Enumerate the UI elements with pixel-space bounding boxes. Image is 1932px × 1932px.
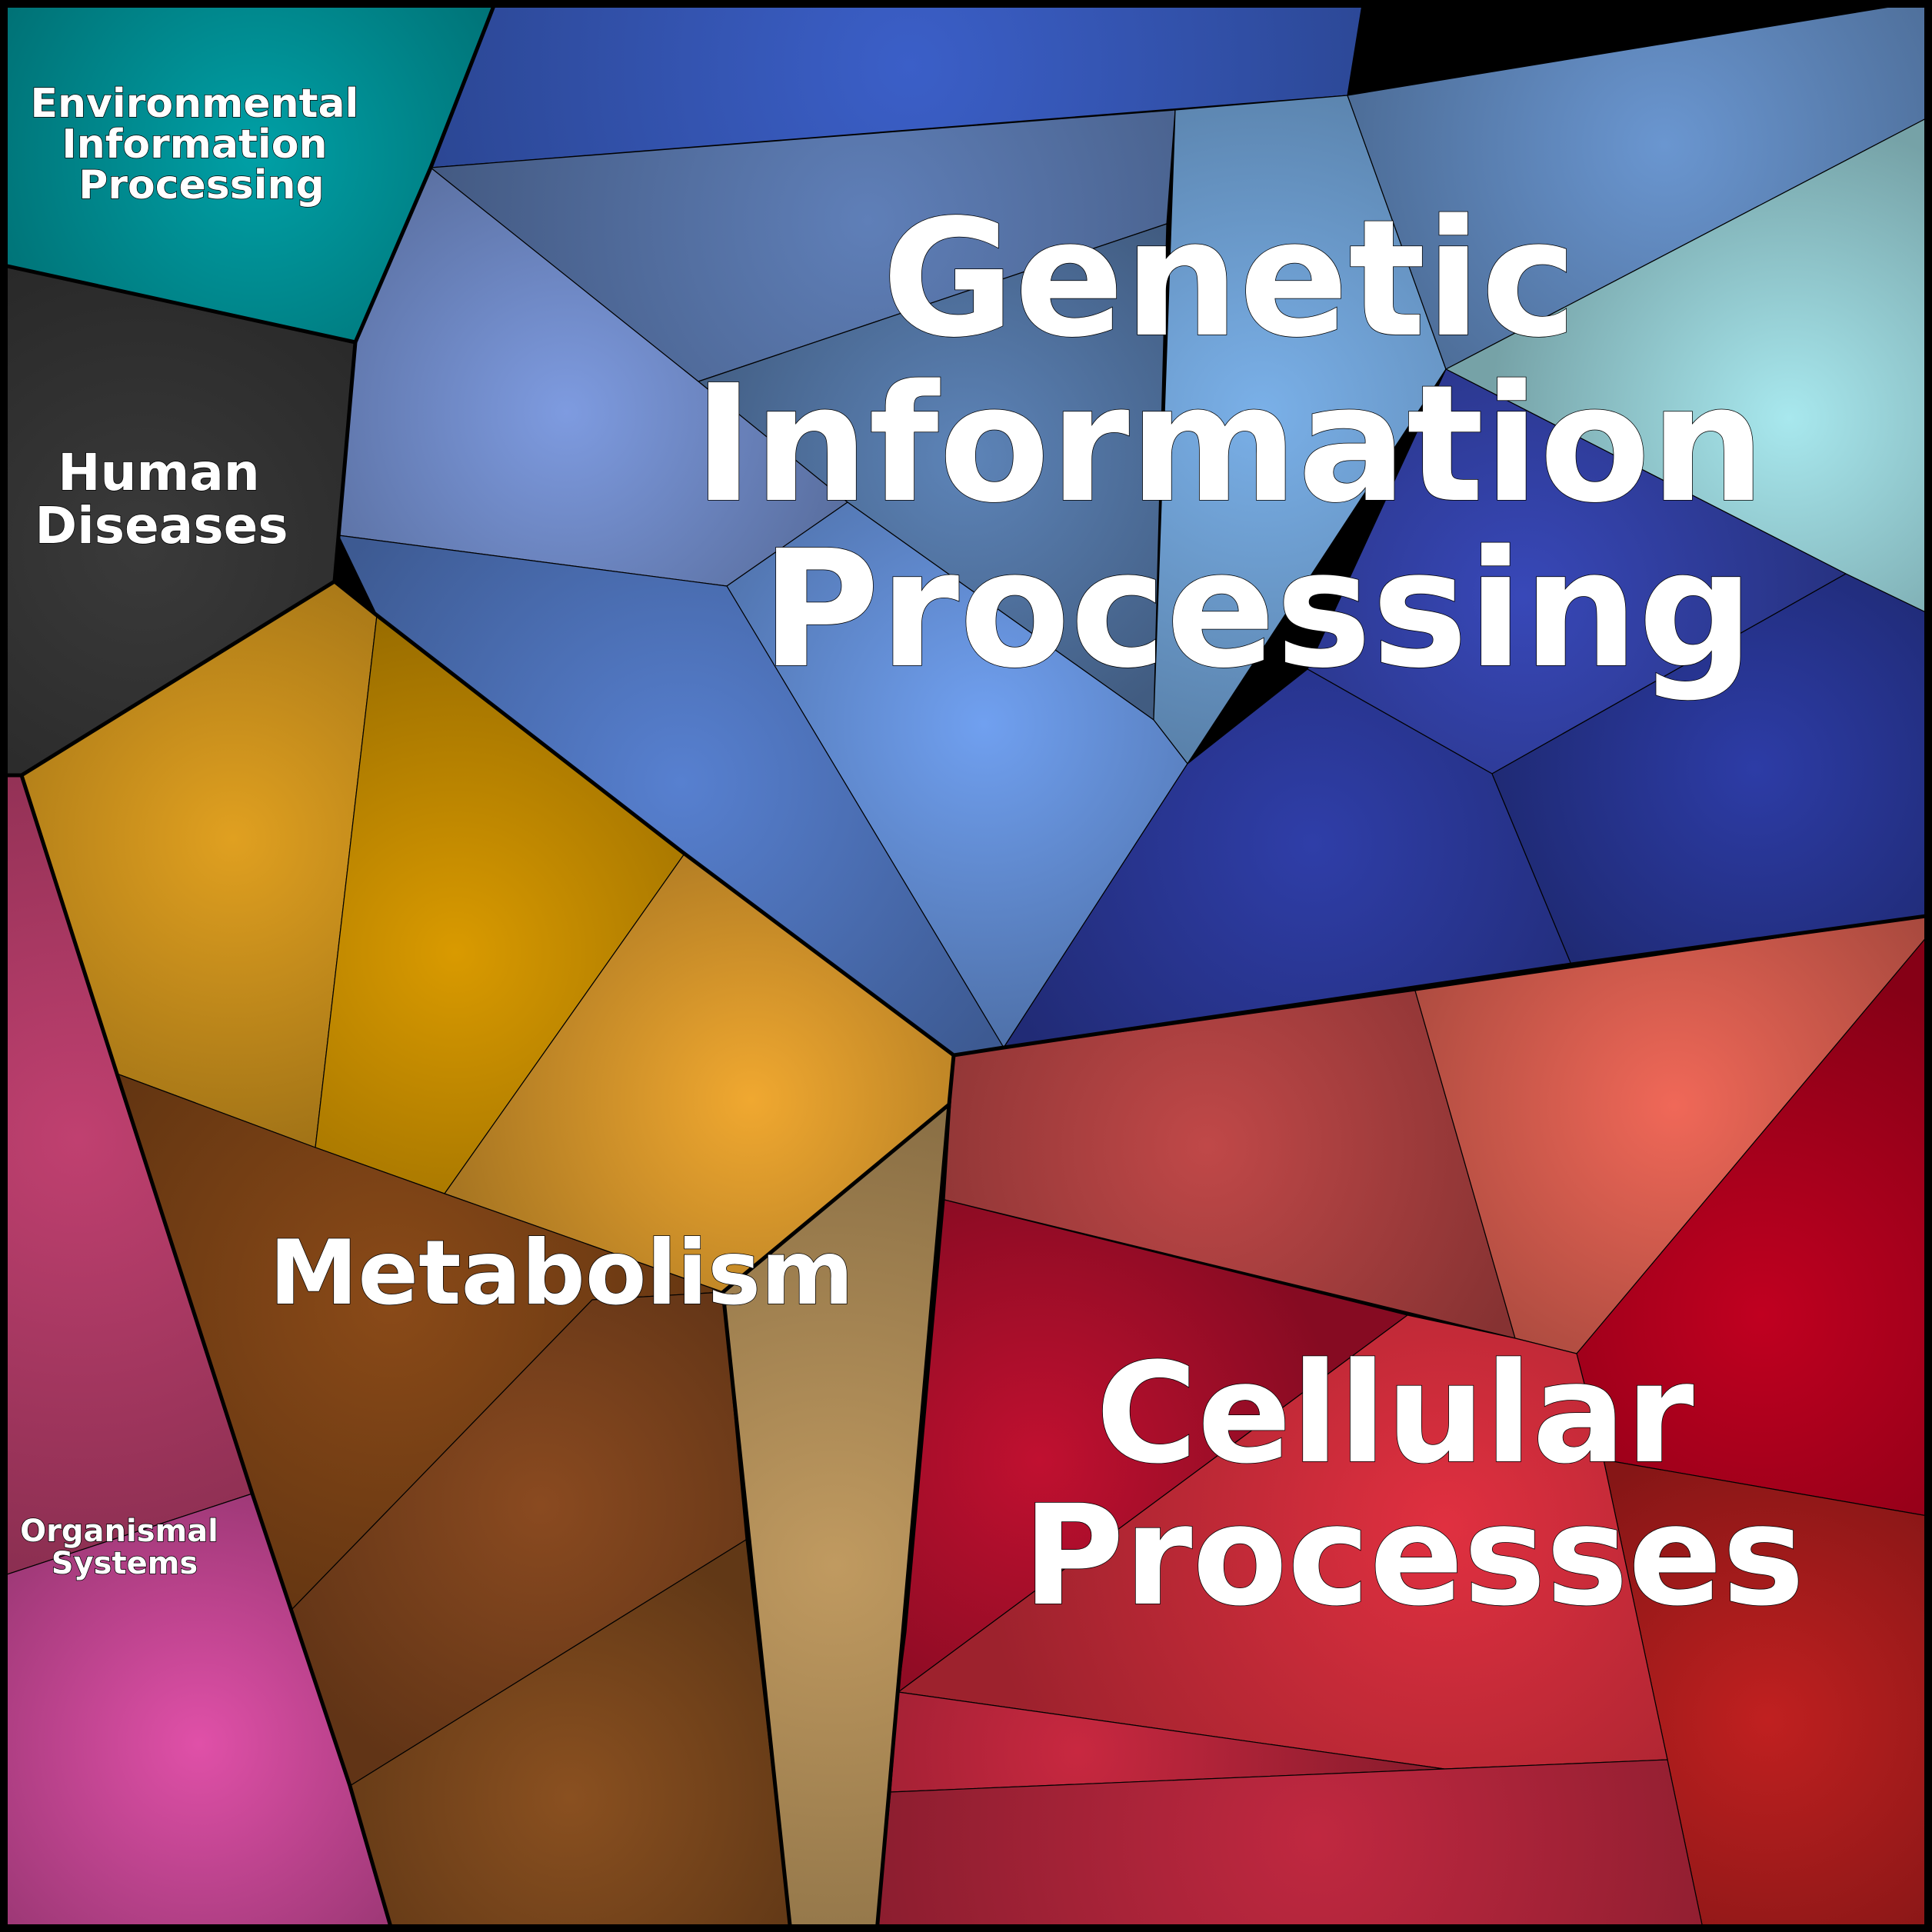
category-border-2 — [0, 341, 358, 778]
label-human-diseases: Human Diseases — [35, 443, 288, 555]
label-genetic-information-processing: Genetic Information Processing — [694, 185, 1822, 704]
category-border-5 — [19, 774, 395, 1932]
category-border-1 — [0, 0, 498, 345]
cell-genetic-5 — [1347, 0, 1932, 370]
label-metabolism: Metabolism — [269, 1221, 854, 1325]
label-cellular-processes: Cellular Processes — [1023, 1334, 1805, 1637]
label-environmental-information-processing: Environmental Information Processing — [30, 81, 372, 208]
category-border-6 — [721, 1103, 951, 1932]
cell-genetic-12 — [1491, 573, 1932, 965]
cell-genetic-4 — [1153, 95, 1447, 764]
label-organismal-systems: Organismal Systems — [20, 1514, 229, 1581]
